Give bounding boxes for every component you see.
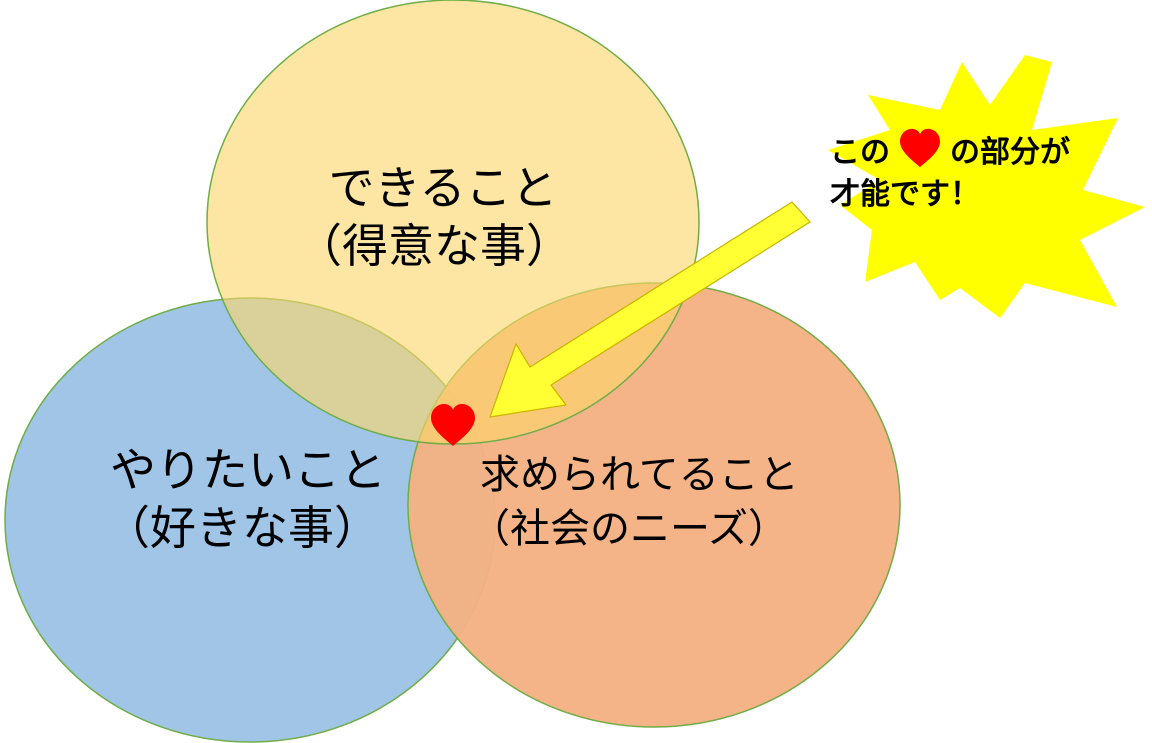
callout-line1-after: の部分が [950,135,1070,170]
label-can-do-line1: できること [328,161,558,215]
callout-text: この の部分が 才能です！ [830,128,1070,213]
label-can-do: できること （得意な事） [296,160,572,275]
callout-line2: 才能です！ [830,177,980,212]
arrow-icon [489,201,811,418]
heart-icon [898,128,942,177]
label-society-needs: 求められてること （社会のニーズ） [470,450,799,554]
label-society-needs-line1: 求められてること [480,452,799,498]
label-want-to-do-line2: （好きな事） [104,500,380,555]
callout-starburst [828,55,1145,318]
label-want-to-do-line1: やりたいこと [110,443,386,497]
callout-line1: この の部分が [830,128,1070,177]
label-want-to-do: やりたいこと （好きな事） [104,442,386,557]
label-society-needs-line2: （社会のニーズ） [470,506,788,552]
heart-icon [431,404,475,446]
label-can-do-line2: （得意な事） [296,218,572,273]
callout-line1-before: この [830,135,890,170]
